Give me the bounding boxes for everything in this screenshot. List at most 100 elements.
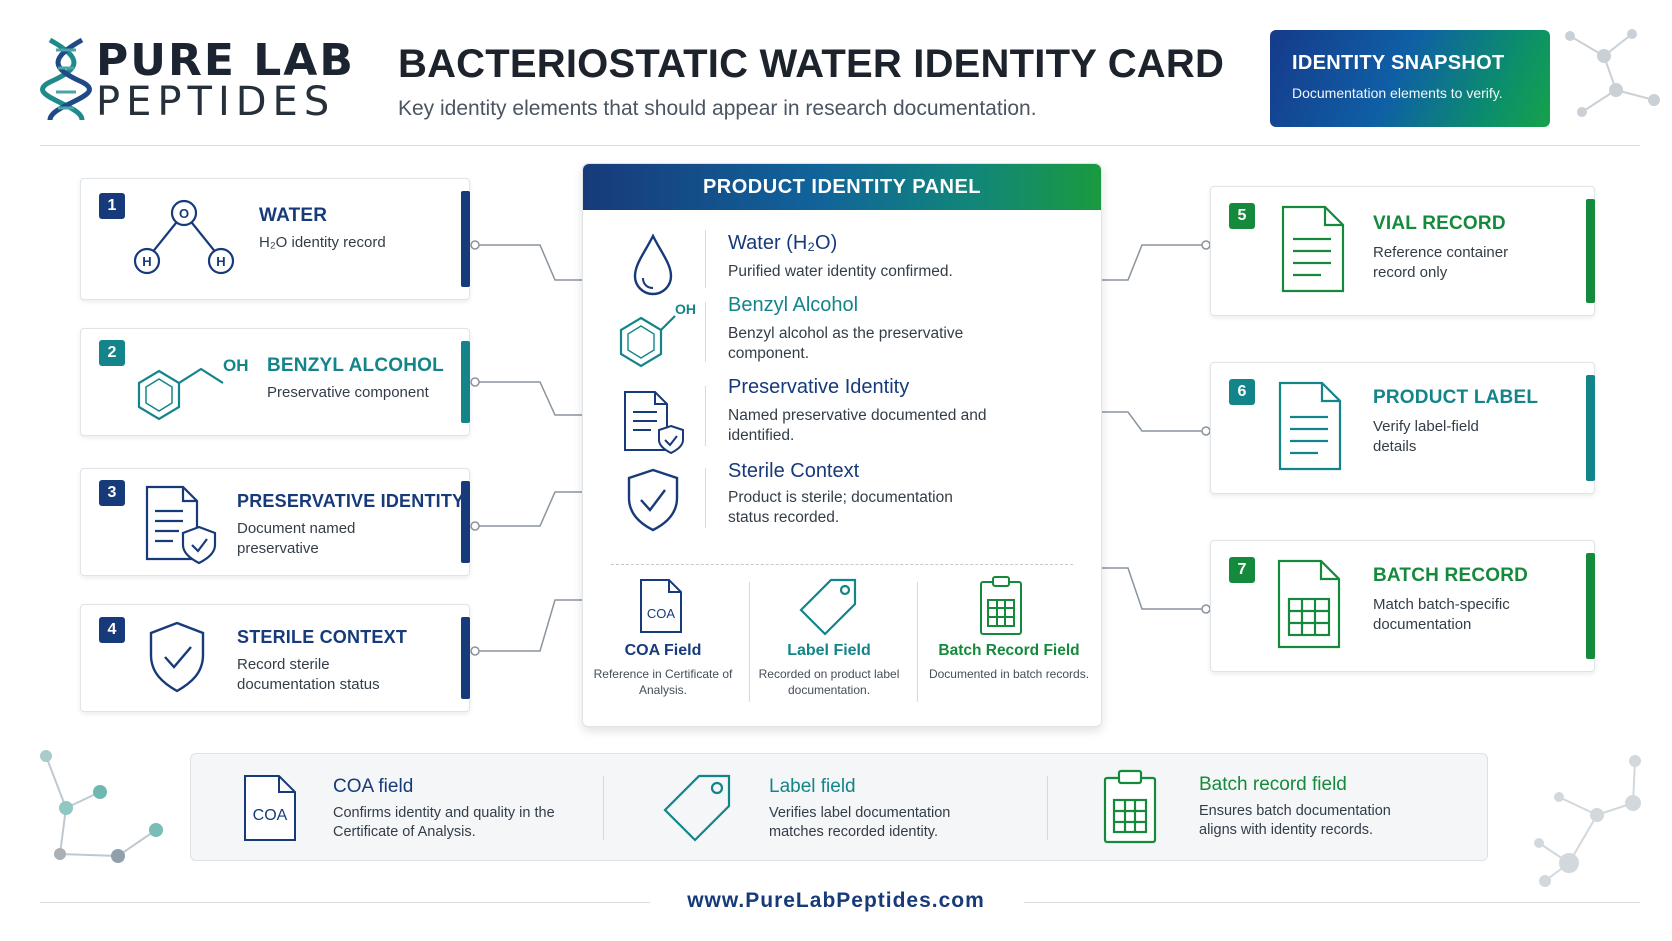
atom-label: H — [216, 254, 225, 269]
card-title: WATER — [259, 205, 328, 226]
card-number: 5 — [1229, 203, 1255, 229]
coa-document-icon: COA — [640, 579, 682, 633]
document-icon — [1281, 205, 1345, 293]
snapshot-subtitle: Documentation elements to verify. — [1292, 85, 1503, 101]
card-accent-bar — [461, 341, 470, 423]
document-icon — [1278, 381, 1342, 471]
card-number: 4 — [99, 617, 125, 643]
panel-field-title: Label Field — [787, 642, 871, 659]
card-accent-bar — [461, 191, 470, 287]
field-divider — [749, 582, 750, 702]
water-molecule-icon: O H H — [133, 199, 235, 275]
batch-clipboard-icon — [1103, 769, 1157, 844]
footer-website-link[interactable]: www.PureLabPeptides.com — [687, 889, 985, 912]
panel-dashed-divider — [611, 564, 1073, 565]
card-description: Verify label-field details — [1373, 418, 1479, 455]
coa-document-icon: COA — [244, 775, 296, 841]
card-description: Document named preservative — [237, 520, 356, 557]
panel-header: PRODUCT IDENTITY PANEL — [583, 164, 1101, 210]
panel-row-title: Benzyl Alcohol — [728, 294, 859, 316]
card-benzyl-alcohol: 2 OH BENZYL ALCOHOL Preservative compone… — [80, 328, 470, 436]
page-subtitle: Key identity elements that should appear… — [398, 97, 1037, 120]
shield-check-icon — [149, 621, 205, 693]
card-title: VIAL RECORD — [1373, 213, 1506, 234]
benzyl-ring-icon: OH — [619, 301, 696, 368]
panel-row-description: Purified water identity confirmed. — [728, 263, 953, 280]
page-title: BACTERIOSTATIC WATER IDENTITY CARD — [398, 42, 1225, 86]
panel-row-description: Product is sterile; documentation status… — [728, 489, 953, 526]
card-number: 2 — [99, 340, 125, 366]
card-number: 3 — [99, 480, 125, 506]
card-preservative-identity: 3 PRESERVATIVE IDENTITY Document named p… — [80, 468, 470, 576]
card-water: 1 O H H WATER H₂O identity record — [80, 178, 470, 300]
panel-field-description: Recorded on product label documentation. — [758, 667, 900, 697]
coa-icon-label: COA — [647, 606, 676, 621]
panel-field-title: COA Field — [624, 642, 702, 659]
card-title: BENZYL ALCOHOL — [267, 355, 444, 376]
atom-label: O — [179, 206, 189, 221]
hydroxyl-label: OH — [675, 301, 696, 317]
label-tag-icon — [663, 774, 731, 842]
brand-name-line1: PURE LAB — [96, 35, 355, 86]
panel-field-title: Batch Record Field — [938, 642, 1080, 659]
document-shield-icon — [145, 485, 217, 565]
row-divider — [705, 468, 706, 528]
card-description: H₂O identity record — [259, 234, 386, 251]
dna-logo-icon — [40, 37, 92, 121]
card-description: Record sterile documentation status — [237, 656, 380, 693]
molecule-decoration-bottom-right — [1534, 755, 1641, 887]
panel-field-description: Documented in batch records. — [928, 667, 1090, 681]
header-divider — [40, 145, 1640, 146]
shield-check-icon — [627, 468, 679, 532]
row-divider — [705, 386, 706, 446]
card-description: Preservative component — [267, 384, 429, 401]
card-sterile-context: 4 STERILE CONTEXT Record sterile documen… — [80, 604, 470, 712]
document-shield-icon — [624, 391, 684, 455]
panel-row-description: Benzyl alcohol as the preservative compo… — [728, 325, 964, 362]
panel-row-title: Sterile Context — [728, 460, 860, 482]
footer-divider-right — [1024, 902, 1640, 903]
card-number: 1 — [99, 193, 125, 219]
batch-clipboard-icon — [980, 576, 1022, 635]
card-number: 7 — [1229, 557, 1255, 583]
coa-icon-label: COA — [253, 807, 288, 824]
row-divider — [705, 302, 706, 362]
bottom-divider — [1047, 776, 1048, 840]
bottom-item-title: Batch record field — [1199, 774, 1347, 795]
row-divider — [705, 230, 706, 288]
brand-name-line2: PEPTIDES — [96, 79, 336, 125]
bottom-item-description: Ensures batch documentation aligns with … — [1199, 803, 1391, 838]
hydroxyl-label: OH — [223, 356, 249, 375]
card-description: Reference container record only — [1373, 244, 1509, 281]
product-identity-panel: PRODUCT IDENTITY PANEL Water (H₂O) Purif… — [582, 163, 1102, 727]
panel-row-description: Named preservative documented and identi… — [728, 407, 987, 444]
label-tag-icon — [799, 578, 857, 636]
identity-snapshot-badge: IDENTITY SNAPSHOT Documentation elements… — [1270, 30, 1550, 127]
field-divider — [917, 582, 918, 702]
footer-divider-left — [40, 902, 650, 903]
benzyl-alcohol-structure-icon: OH — [137, 356, 249, 421]
bottom-item-title: Label field — [769, 776, 856, 797]
atom-label: H — [142, 254, 151, 269]
snapshot-title: IDENTITY SNAPSHOT — [1292, 52, 1505, 74]
card-accent-bar — [1586, 375, 1595, 481]
card-title: BATCH RECORD — [1373, 565, 1529, 586]
card-batch-record: 7 BATCH RECORD Match batch-specific docu… — [1210, 540, 1595, 672]
card-title: PRODUCT LABEL — [1373, 387, 1539, 408]
card-number: 6 — [1229, 379, 1255, 405]
card-accent-bar — [1586, 553, 1595, 659]
panel-field-description: Reference in Certificate of Analysis. — [593, 667, 733, 697]
bottom-summary-strip: COA COA field Confirms identity and qual… — [190, 753, 1488, 861]
bottom-item-title: COA field — [333, 776, 414, 797]
bottom-item-description: Verifies label documentation matches rec… — [769, 805, 951, 840]
card-accent-bar — [1586, 199, 1595, 303]
molecule-decoration-bottom-left — [40, 750, 163, 863]
card-accent-bar — [461, 481, 470, 563]
card-description: Match batch-specific documentation — [1373, 596, 1510, 633]
bottom-item-description: Confirms identity and quality in the Cer… — [333, 805, 555, 840]
spreadsheet-document-icon — [1277, 559, 1341, 649]
water-drop-icon — [633, 233, 673, 296]
card-product-label: 6 PRODUCT LABEL Verify label-field detai… — [1210, 362, 1595, 494]
card-title: PRESERVATIVE IDENTITY — [237, 491, 465, 511]
